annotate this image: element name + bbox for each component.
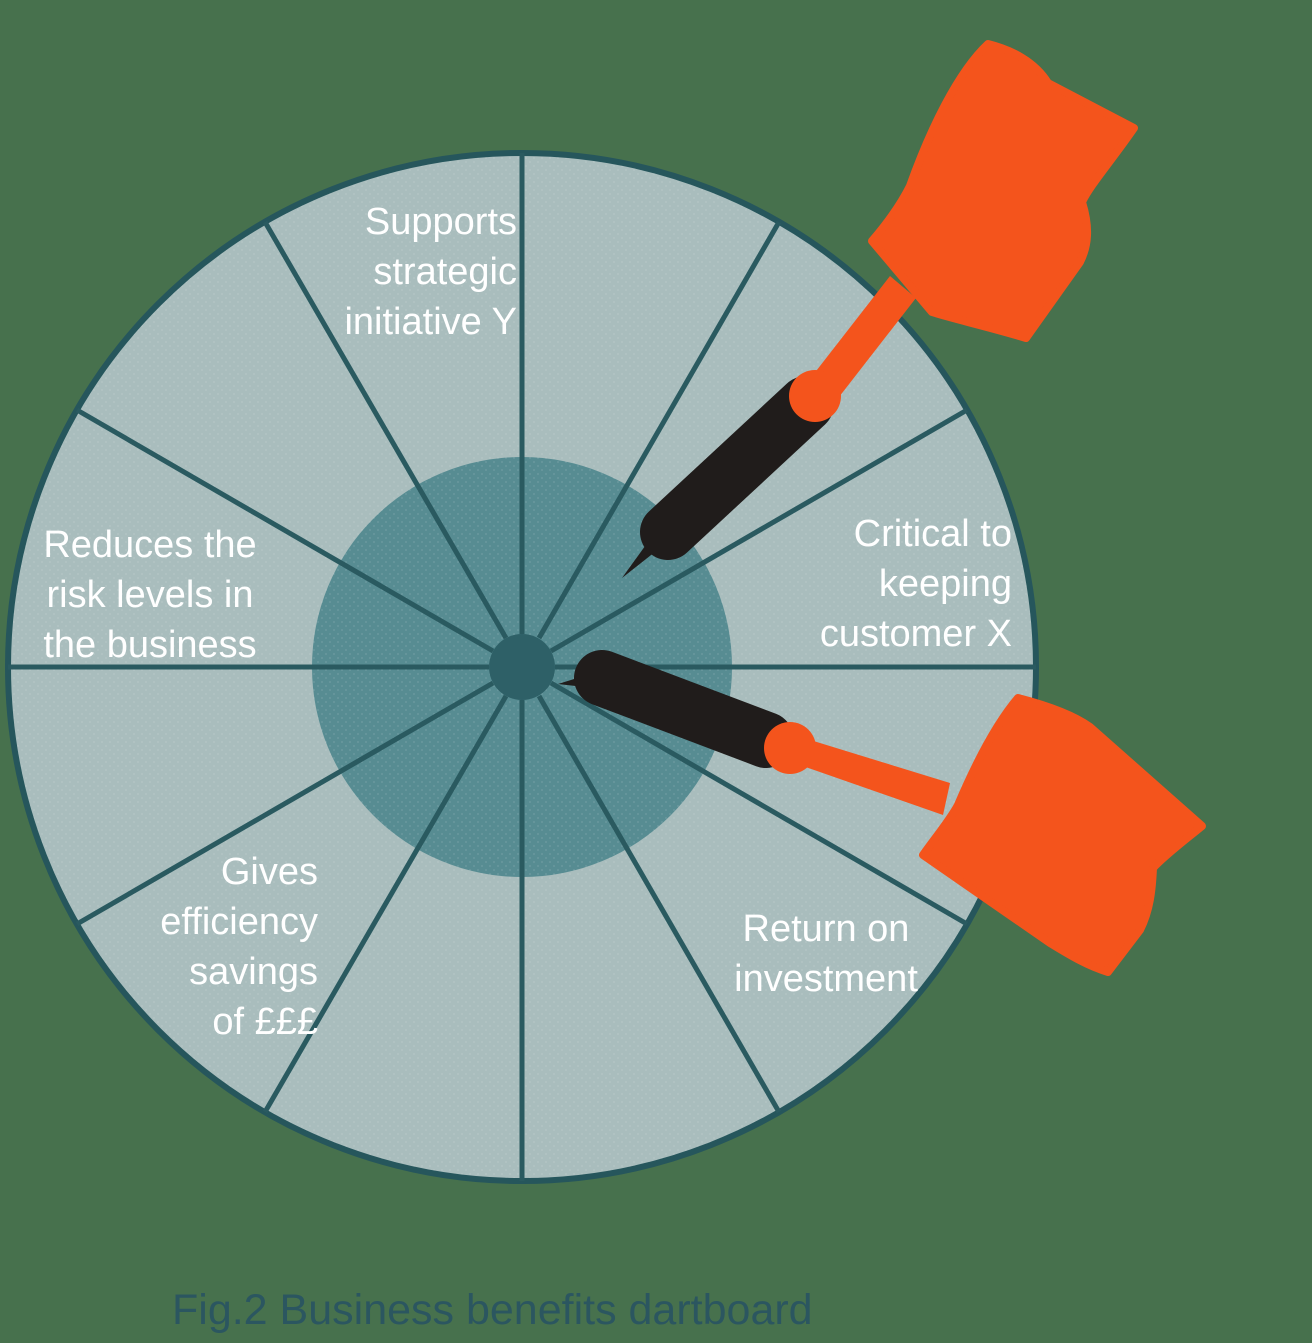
dart-shaft-icon: [806, 276, 916, 406]
dart-upper: [622, 40, 1138, 578]
dart-grip-icon: [764, 722, 816, 774]
segment-label-reduces-risk: Reduces the risk levels in the business: [43, 524, 257, 666]
segment-label-efficiency-savings: Gives efficiency savings of £££: [160, 851, 318, 1043]
dart-flight-icon: [919, 694, 1206, 976]
segment-label-supports-strategic-initiative: Supports strategic initiative Y: [344, 201, 517, 343]
dart-barrel-icon: [574, 650, 794, 768]
dart-shaft-icon: [794, 735, 950, 815]
dart-flight-icon: [868, 40, 1138, 342]
segment-label-return-on-investment: Return on investment: [734, 908, 918, 1000]
segment-label-critical-to-customer: Critical to keeping customer X: [819, 513, 1012, 655]
dart-barrel-icon: [640, 376, 834, 560]
dart-grip-icon: [789, 370, 841, 422]
bullseye: [489, 634, 555, 700]
figure-caption: Fig.2 Business benefits dartboard: [172, 1286, 813, 1334]
dart-lower: [558, 650, 1206, 976]
segment-lines: [8, 153, 1036, 1181]
